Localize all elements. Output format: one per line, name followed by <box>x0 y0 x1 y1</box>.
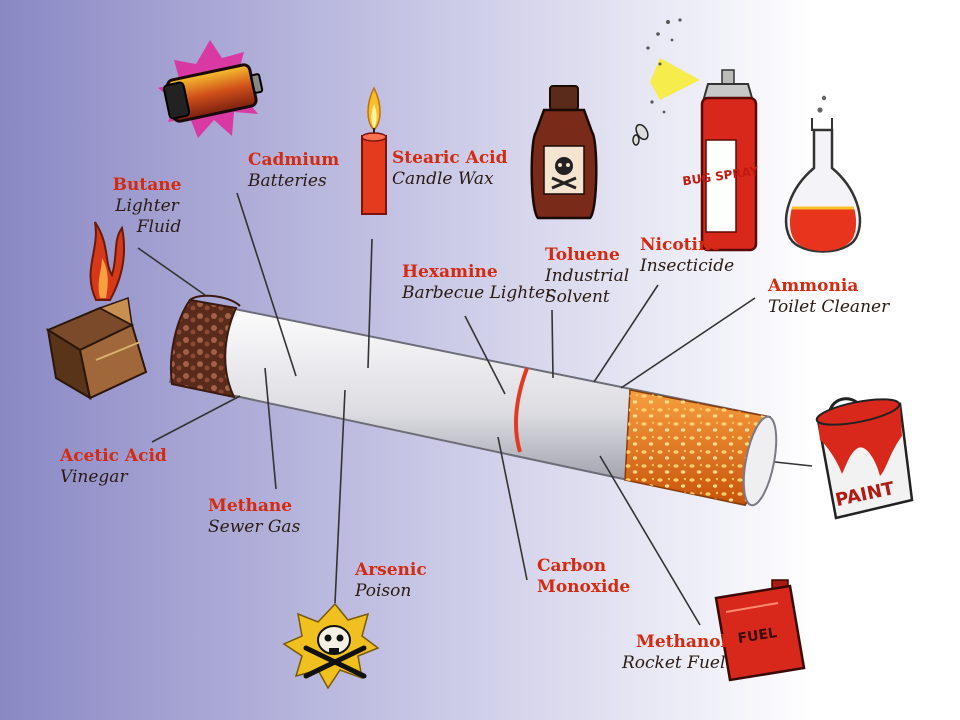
use-line: Barbecue Lighter <box>402 283 554 303</box>
use-line: Toilet Cleaner <box>768 297 890 317</box>
use-line: Candle Wax <box>392 169 494 189</box>
fuel-can-text: FUEL <box>737 625 779 647</box>
chemical-name: Methane <box>208 496 293 516</box>
label-cadmium: Cadmium Batteries <box>248 150 339 192</box>
label-carbon-monoxide: Carbon Monoxide <box>537 556 630 598</box>
label-methanol: Methanol Rocket Fuel <box>622 632 727 674</box>
chemical-name: Arsenic <box>355 560 427 580</box>
bug-spray-icon: BUG SPRAY <box>632 18 760 252</box>
label-toluene: Toluene Industrial Solvent <box>545 245 629 308</box>
chemical-name: Carbon <box>537 556 607 576</box>
use-line: Insecticide <box>640 256 735 276</box>
use-line: Batteries <box>248 171 327 191</box>
use-line: Sewer Gas <box>208 517 301 537</box>
chemical-name: Nicotine <box>640 235 722 255</box>
use-line: Rocket Fuel <box>622 653 726 673</box>
candle-icon <box>361 86 387 215</box>
chemical-name: Methanol <box>636 632 728 652</box>
label-butane: Butane Lighter Fluid <box>112 175 182 238</box>
use-line: Solvent <box>545 287 610 307</box>
chemical-name: Toluene <box>545 245 620 265</box>
label-nicotine: Nicotine Insecticide <box>640 235 734 277</box>
chemical-name: Ammonia <box>768 276 859 296</box>
leader-lines <box>137 192 813 626</box>
label-hexamine: Hexamine Barbecue Lighter <box>402 262 553 304</box>
use-line: Lighter <box>115 196 179 216</box>
chemical-name-line2: Monoxide <box>537 577 631 597</box>
label-arsenic: Arsenic Poison <box>355 560 427 602</box>
skull-crossbones-icon <box>282 602 380 690</box>
chemical-name: Stearic Acid <box>392 148 508 168</box>
use-line: Industrial <box>545 266 630 286</box>
chemical-name: Butane <box>112 175 182 195</box>
cigarette-illustration <box>168 294 778 507</box>
label-ammonia: Ammonia Toilet Cleaner <box>768 276 889 318</box>
paint-can-icon: PAINT <box>815 397 914 520</box>
label-methane: Methane Sewer Gas <box>208 496 300 538</box>
use-line: Vinegar <box>60 467 128 487</box>
flask-icon <box>784 95 862 253</box>
label-stearic-acid: Stearic Acid Candle Wax <box>392 148 508 190</box>
chemical-name: Cadmium <box>248 150 340 170</box>
label-acetic-acid: Acetic Acid Vinegar <box>60 446 167 488</box>
chemical-name: Acetic Acid <box>60 446 167 466</box>
poison-bottle-icon <box>530 85 598 220</box>
battery-icon <box>158 40 264 138</box>
lighter-icon <box>45 221 148 401</box>
use-line: Poison <box>355 581 412 601</box>
fuel-can-icon: FUEL <box>714 579 806 682</box>
chemical-name: Hexamine <box>402 262 498 282</box>
use-line: Fluid <box>136 217 182 237</box>
